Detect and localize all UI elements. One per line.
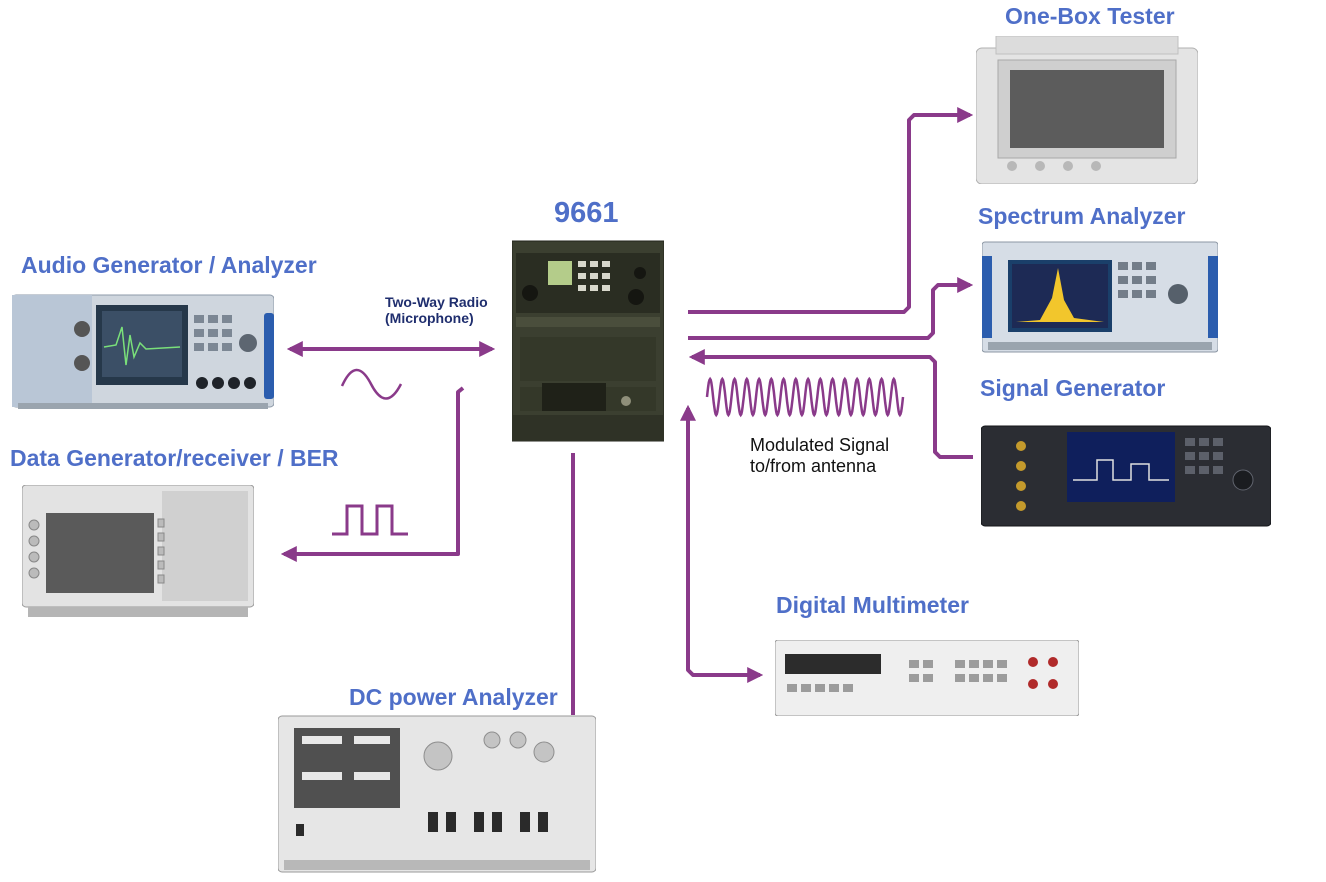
microphone-line: (Microphone) — [385, 310, 474, 327]
modulated-signal-line: Modulated Signal — [750, 435, 890, 455]
one-box-tester-label: One-Box Tester — [1005, 3, 1175, 29]
spectrum-analyzer-device — [982, 241, 1218, 353]
sine-wave-icon — [340, 368, 403, 400]
one-box-tester-device — [976, 36, 1198, 184]
spectrum-connector — [688, 277, 974, 340]
center-unit-label: 9661 — [554, 197, 619, 229]
dc-power-analyzer-device — [278, 715, 596, 873]
signal-generator-label: Signal Generator — [980, 375, 1166, 401]
data-generator-connector — [280, 386, 465, 562]
antenna-line: to/from antenna — [750, 455, 877, 476]
multimeter-connector — [680, 404, 764, 683]
square-wave-icon — [332, 504, 408, 536]
modulated-signal-note: Modulated Signal to/from antenna — [750, 435, 889, 476]
two-way-radio-line: Two-Way Radio — [385, 294, 488, 310]
spectrum-analyzer-label: Spectrum Analyzer — [978, 203, 1186, 229]
two-way-radio-note: Two-Way Radio (Microphone) — [385, 294, 488, 326]
modulated-signal-icon — [705, 376, 905, 418]
dc-power-analyzer-label: DC power Analyzer — [349, 684, 558, 710]
signal-generator-connector — [688, 349, 973, 459]
data-generator-label: Data Generator/receiver / BER — [10, 445, 339, 471]
audio-analyzer-device — [12, 294, 274, 409]
signal-generator-device — [981, 425, 1271, 527]
audio-analyzer-label: Audio Generator / Analyzer — [21, 252, 317, 278]
one-box-connector — [688, 107, 974, 314]
multimeter-device — [775, 640, 1079, 716]
radio-device — [512, 240, 664, 442]
data-generator-device — [22, 485, 254, 617]
digital-multimeter-label: Digital Multimeter — [776, 592, 969, 618]
